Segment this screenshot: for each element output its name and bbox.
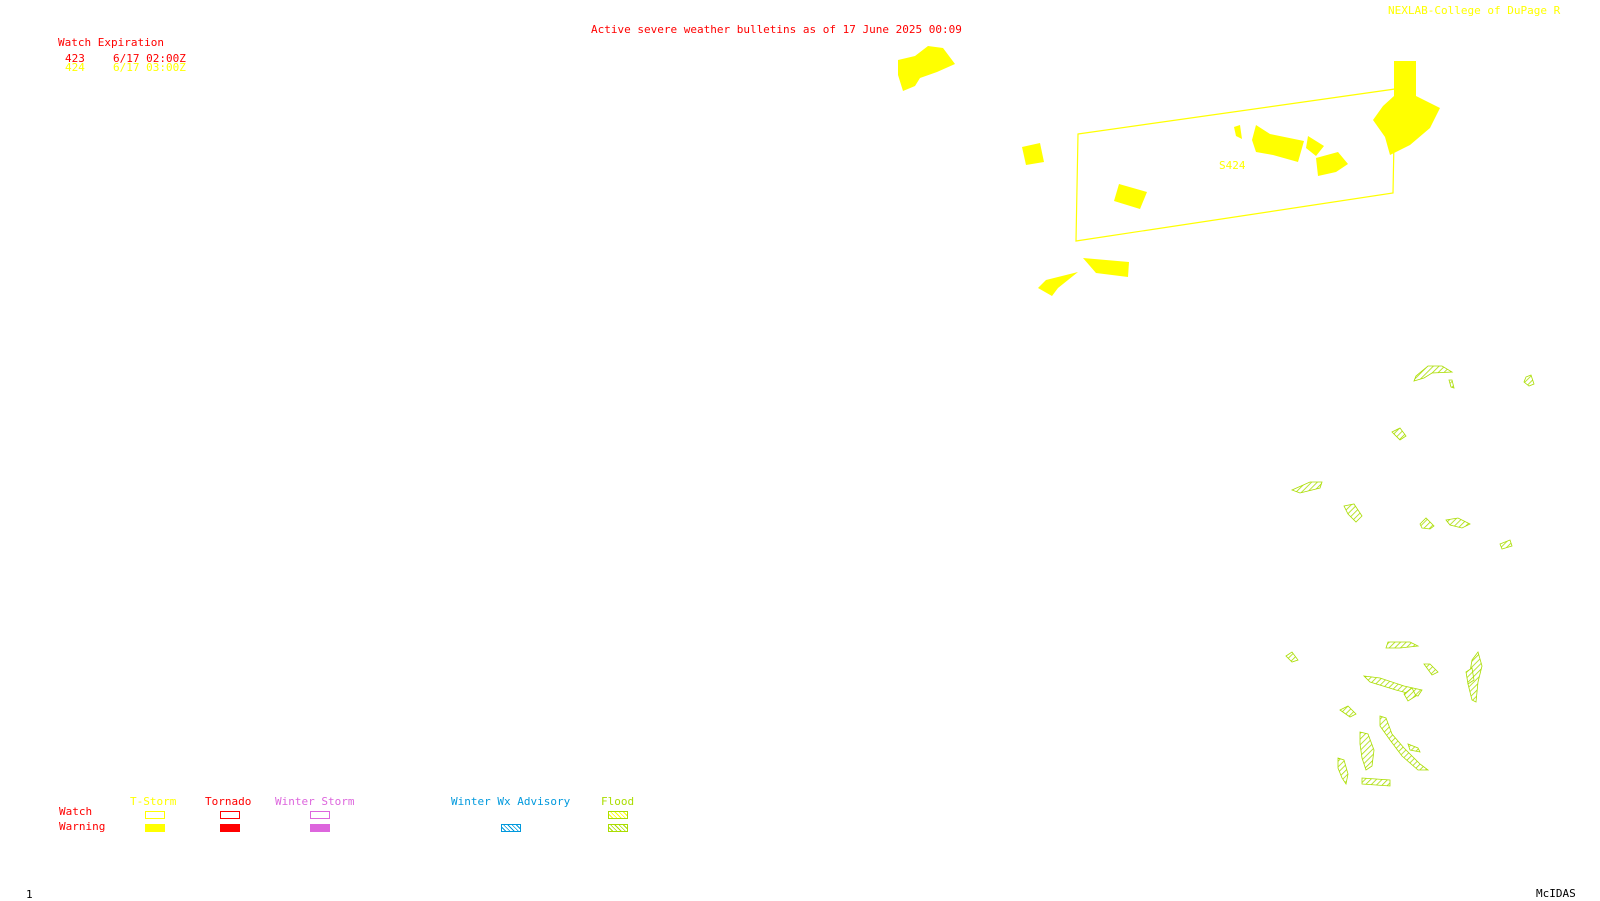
legend-swatch-winter-storm-warning	[310, 824, 330, 832]
flood-warnings	[1285, 365, 1535, 787]
tstorm-warning-polygon	[1114, 184, 1147, 209]
flood-warning-polygon	[1385, 641, 1420, 649]
watch-id-424: 424	[65, 61, 85, 74]
flood-warning-polygon	[1290, 481, 1323, 494]
flood-warning-polygon	[1285, 651, 1299, 663]
tstorm-warning-polygon	[1373, 61, 1440, 155]
flood-warning-polygon	[1359, 731, 1375, 771]
bulletin-title: Active severe weather bulletins as of 17…	[591, 23, 962, 36]
flood-warning-polygon	[1445, 517, 1471, 529]
tstorm-warning-polygon	[1234, 125, 1242, 139]
source-credit: NEXLAB-College of DuPage R	[1388, 4, 1561, 17]
legend-swatch-flood-warning	[608, 824, 628, 832]
legend-row-watch: Watch	[59, 805, 93, 818]
flood-warning-polygon	[1337, 757, 1349, 786]
flood-warning-polygon	[1343, 503, 1363, 523]
legend-swatch-tstorm-warning	[145, 824, 165, 832]
tstorm-warning-polygon	[1316, 152, 1348, 176]
watch-id-423: 423	[65, 52, 85, 65]
flood-warning-polygon	[1465, 667, 1475, 685]
legend-label-tstorm: T-Storm	[130, 795, 177, 808]
flood-warning-polygon	[1391, 427, 1407, 441]
flood-warning-polygon	[1403, 687, 1417, 702]
flood-warning-polygon	[1419, 517, 1435, 530]
legend-label-flood: Flood	[601, 795, 635, 808]
flood-warning-polygon	[1423, 663, 1439, 676]
tstorm-warnings	[898, 46, 1440, 296]
tstorm-warning-polygon	[898, 46, 955, 91]
legend-label-tornado: Tornado	[205, 795, 252, 808]
flood-warning-polygon	[1361, 777, 1391, 787]
tstorm-warning-polygon	[1252, 125, 1304, 162]
software-label: McIDAS	[1536, 887, 1576, 900]
flood-warning-polygon	[1499, 539, 1513, 550]
tstorm-warning-polygon	[1306, 136, 1324, 156]
tstorm-warning-polygon	[1083, 258, 1129, 277]
flood-warning-polygon	[1448, 379, 1455, 389]
tstorm-warning-polygon	[1038, 272, 1078, 296]
legend-swatch-flood-watch	[608, 811, 628, 819]
frame-number: 1	[26, 888, 33, 901]
legend-label-winter-storm: Winter Storm	[275, 795, 355, 808]
flood-warning-polygon	[1407, 743, 1421, 753]
legend-swatch-winter-advisory	[501, 824, 521, 832]
legend-label-winter-advisory: Winter Wx Advisory	[451, 795, 571, 808]
legend-swatch-tornado-watch	[220, 811, 240, 819]
flood-warning-polygon	[1379, 715, 1430, 771]
legend-swatch-winter-storm-watch	[310, 811, 330, 819]
tstorm-warning-polygon	[1022, 143, 1044, 165]
flood-warning-polygon	[1413, 365, 1454, 382]
legend-swatch-tstorm-watch	[145, 811, 165, 819]
watch-expiry-423: 6/17 02:00Z	[113, 52, 186, 65]
watch-box-label: S424	[1219, 159, 1246, 172]
watch-expiry-424: 6/17 03:00Z	[113, 61, 186, 74]
watch-table-heading: Watch Expiration	[58, 36, 164, 49]
legend-row-warning: Warning	[59, 820, 106, 833]
flood-warning-polygon	[1467, 651, 1483, 703]
flood-warning-polygon	[1339, 705, 1357, 718]
legend-swatch-tornado-warning	[220, 824, 240, 832]
watch-box-424	[1075, 88, 1396, 242]
flood-warning-polygon	[1523, 374, 1535, 387]
